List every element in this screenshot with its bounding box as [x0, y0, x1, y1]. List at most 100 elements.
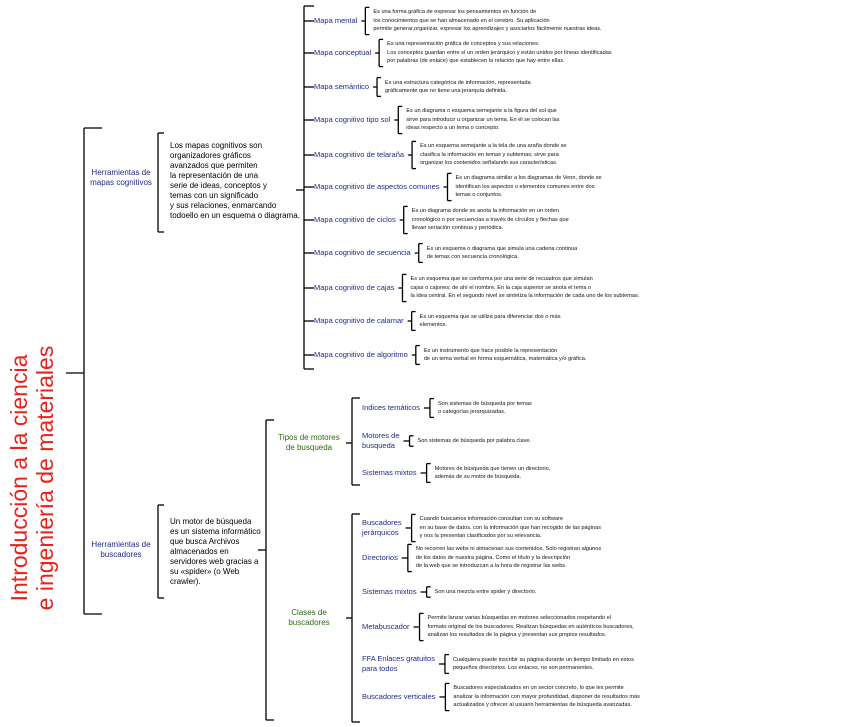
- cognitive-map-description-line: clasifica la información en temas y subt…: [420, 151, 559, 158]
- cognitive-map-description: Es un instrumento que hace posible la re…: [424, 347, 587, 364]
- search-item-label-line: Buscadores verticales: [362, 692, 436, 701]
- search-item-description-line: Son sistemas de búsqueda por palabra cla…: [417, 437, 532, 444]
- cognitive-map-description: Es una estructura categórica de informac…: [385, 79, 531, 96]
- search-item-label-line: Sistemas mixtos: [362, 468, 417, 477]
- search-item-description-line: Motores de búsqueda que tienen un direct…: [434, 465, 551, 472]
- search-item-label-line: Directorios: [362, 553, 398, 562]
- search-item-description-line: de la web que se introduzcan a la hora d…: [415, 563, 567, 570]
- cognitive-map-type: Mapa cognitivo de cajas: [314, 283, 395, 292]
- cognitive-map-description-line: identifican los aspectos o elementos com…: [455, 183, 595, 190]
- search-item-description: Son una mezcla entre spider y directorio…: [435, 588, 537, 596]
- branch-definition-line: la representación de una: [170, 171, 259, 180]
- main-title-line: e ingeniería de materiales: [32, 345, 58, 611]
- search-item-label: Buscadores verticales: [362, 692, 435, 702]
- search-item-description-line: y nos la presentan clasificados por su r…: [419, 533, 542, 540]
- search-item-description: Cuando buscamos información consultan co…: [420, 515, 601, 540]
- branch-definition-line: avanzados que permiten: [170, 161, 258, 170]
- cognitive-map-description-line: la idea central. En el segundo nivel se …: [410, 293, 640, 300]
- cognitive-map-description-line: cronológico o por secuencias a través de…: [411, 216, 569, 223]
- cognitive-map-description-line: Los conceptos guardan entre sí un orden …: [387, 49, 612, 56]
- search-item-description-line: Cualquiera puede inscribir su página dur…: [452, 656, 634, 663]
- cognitive-map-description: Es un diagrama donde se anota la informa…: [412, 207, 569, 232]
- cognitive-map-description-line: ideas respecto a un tema o concepto.: [406, 125, 500, 132]
- search-item-description: Cualquiera puede inscribir su página dur…: [453, 656, 634, 673]
- search-item-description-line: analizar la información con mayor profun…: [453, 693, 640, 700]
- search-item-label-line: Sistemas mixtos: [362, 587, 417, 596]
- cognitive-map-description-line: Es una representación gráfica de concept…: [387, 41, 540, 48]
- branch-label-line: Herramientas de: [91, 540, 151, 549]
- branch-definition-line: almacenados en: [170, 547, 229, 556]
- search-item-label: Sistemas mixtos: [362, 587, 417, 597]
- search-item-label: Directorios: [362, 553, 398, 563]
- cognitive-map-description: Es un esquema que se conforma por una se…: [410, 275, 639, 300]
- search-item-label-line: Motores de: [362, 431, 400, 440]
- cognitive-map-type: Mapa cognitivo de aspectos comunes: [314, 182, 440, 191]
- cognitive-map-description-line: elementos.: [419, 322, 448, 328]
- cognitive-map-description-line: los conocimientos que se han almacenado …: [373, 17, 550, 24]
- search-item-label-line: busqueda: [362, 441, 395, 450]
- search-item-label: Metabuscador: [362, 622, 410, 632]
- search-item-description-line: formato original de los buscadores. Real…: [427, 623, 634, 630]
- search-item-label-line: para todos: [362, 664, 398, 673]
- cognitive-map-description-line: gráficamente que no tiene una jerarquía …: [385, 88, 507, 94]
- search-group-label-line: Tipos de motores: [278, 433, 340, 442]
- branch-definition-line: Un motor de búsqueda: [170, 517, 252, 526]
- search-item-label-line: Buscadores: [362, 518, 402, 527]
- cognitive-map-type: Mapa mental: [314, 16, 358, 25]
- branch-definition-line: servidores web gracias a: [170, 557, 259, 566]
- cognitive-map-type: Mapa cognitivo de secuencia: [314, 248, 411, 257]
- search-item-description-line: No recorren las webs ni almacenan sus co…: [415, 546, 602, 553]
- cognitive-map-description-line: por palabras (de enlace) que establecen …: [387, 58, 565, 65]
- cognitive-map-description-line: Es un esquema que se conforma por una se…: [410, 276, 593, 283]
- cognitive-map-description: Es un esquema que se utiliza para difere…: [420, 313, 561, 330]
- search-item-description: No recorren las webs ni almacenan sus co…: [416, 545, 601, 570]
- search-item-description-line: Son una mezcla entre spider y directorio…: [434, 588, 537, 595]
- search-item-description-line: Son sistemas de búsqueda por temas: [437, 400, 532, 407]
- search-item-label: Indices temáticos: [362, 403, 420, 413]
- cognitive-map-description-line: de temas con secuencia cronológica.: [426, 254, 519, 260]
- cognitive-map-description: Es un esquema semejante a la tela de una…: [420, 142, 566, 167]
- branch-label-line: mapas cognitivos: [90, 178, 152, 187]
- cognitive-map-description: Es un diagrama o esquema semejante a la …: [406, 107, 559, 132]
- main-title-line: Introducción a la ciencia: [6, 354, 32, 602]
- branch-label-line: Herramientas de: [91, 168, 151, 177]
- branch-definition-line: es un sistema informático: [170, 527, 261, 536]
- cognitive-map-description: Es un esquema o diagrama que simula una …: [427, 245, 578, 262]
- branch-definition-line: Los mapas cognitivos son: [170, 141, 263, 150]
- cognitive-map-description-line: de un tema verbal en forma esquemática, …: [423, 356, 587, 362]
- branch-definition-line: y sus relaciones, enmarcando: [170, 201, 277, 210]
- search-item-label: Sistemas mixtos: [362, 468, 417, 478]
- cognitive-map-description-line: Es un diagrama donde se anota la informa…: [411, 208, 559, 215]
- search-item-description-line: Permite lanzar varias búsquedas en motor…: [427, 615, 611, 622]
- search-group-label-line: Clases de: [291, 608, 327, 617]
- search-item-description-line: en su base de datos, con la información …: [419, 524, 601, 531]
- search-item-description: Motores de búsqueda que tienen un direct…: [435, 465, 551, 482]
- cognitive-map-description-line: Es un esquema que se utiliza para difere…: [419, 313, 561, 320]
- branch-definition-line: temas con un significado: [170, 191, 259, 200]
- cognitive-map-type: Mapa cognitivo de ciclos: [314, 215, 396, 224]
- search-item-description-line: analizan los resultados de la página y p…: [427, 632, 607, 639]
- cognitive-map-description: Es una representación gráfica de concept…: [387, 40, 612, 65]
- cognitive-map-type: Mapa cognitivo de algoritmo: [314, 350, 408, 359]
- cognitive-map-description-line: Es un esquema o diagrama que simula una …: [426, 245, 578, 252]
- cognitive-map-description-line: organizar los contenidos señalando sus c…: [420, 160, 558, 167]
- search-item-description: Son sistemas de búsqueda por palabra cla…: [418, 437, 532, 445]
- cognitive-map-description-line: llevan seriación continua y periódica.: [411, 225, 504, 232]
- branch-definition-line: crawler).: [170, 577, 201, 586]
- search-item-description-line: o categorías jerarquizadas.: [437, 409, 506, 415]
- cognitive-map-description-line: Es una estructura categórica de informac…: [385, 79, 531, 86]
- branch-definition-line: que busca Archivos: [170, 537, 240, 546]
- branch-label-line: buscadores: [100, 550, 142, 559]
- cognitive-map-description-line: sirve para introducir u organizar un tem…: [406, 116, 560, 123]
- search-item-label-line: Indices temáticos: [362, 403, 420, 412]
- search-group-label-line: buscadores: [288, 618, 330, 627]
- search-item-description-line: Cuando buscamos información consultan co…: [419, 516, 563, 523]
- search-item-label-line: jerárquicos: [362, 528, 399, 537]
